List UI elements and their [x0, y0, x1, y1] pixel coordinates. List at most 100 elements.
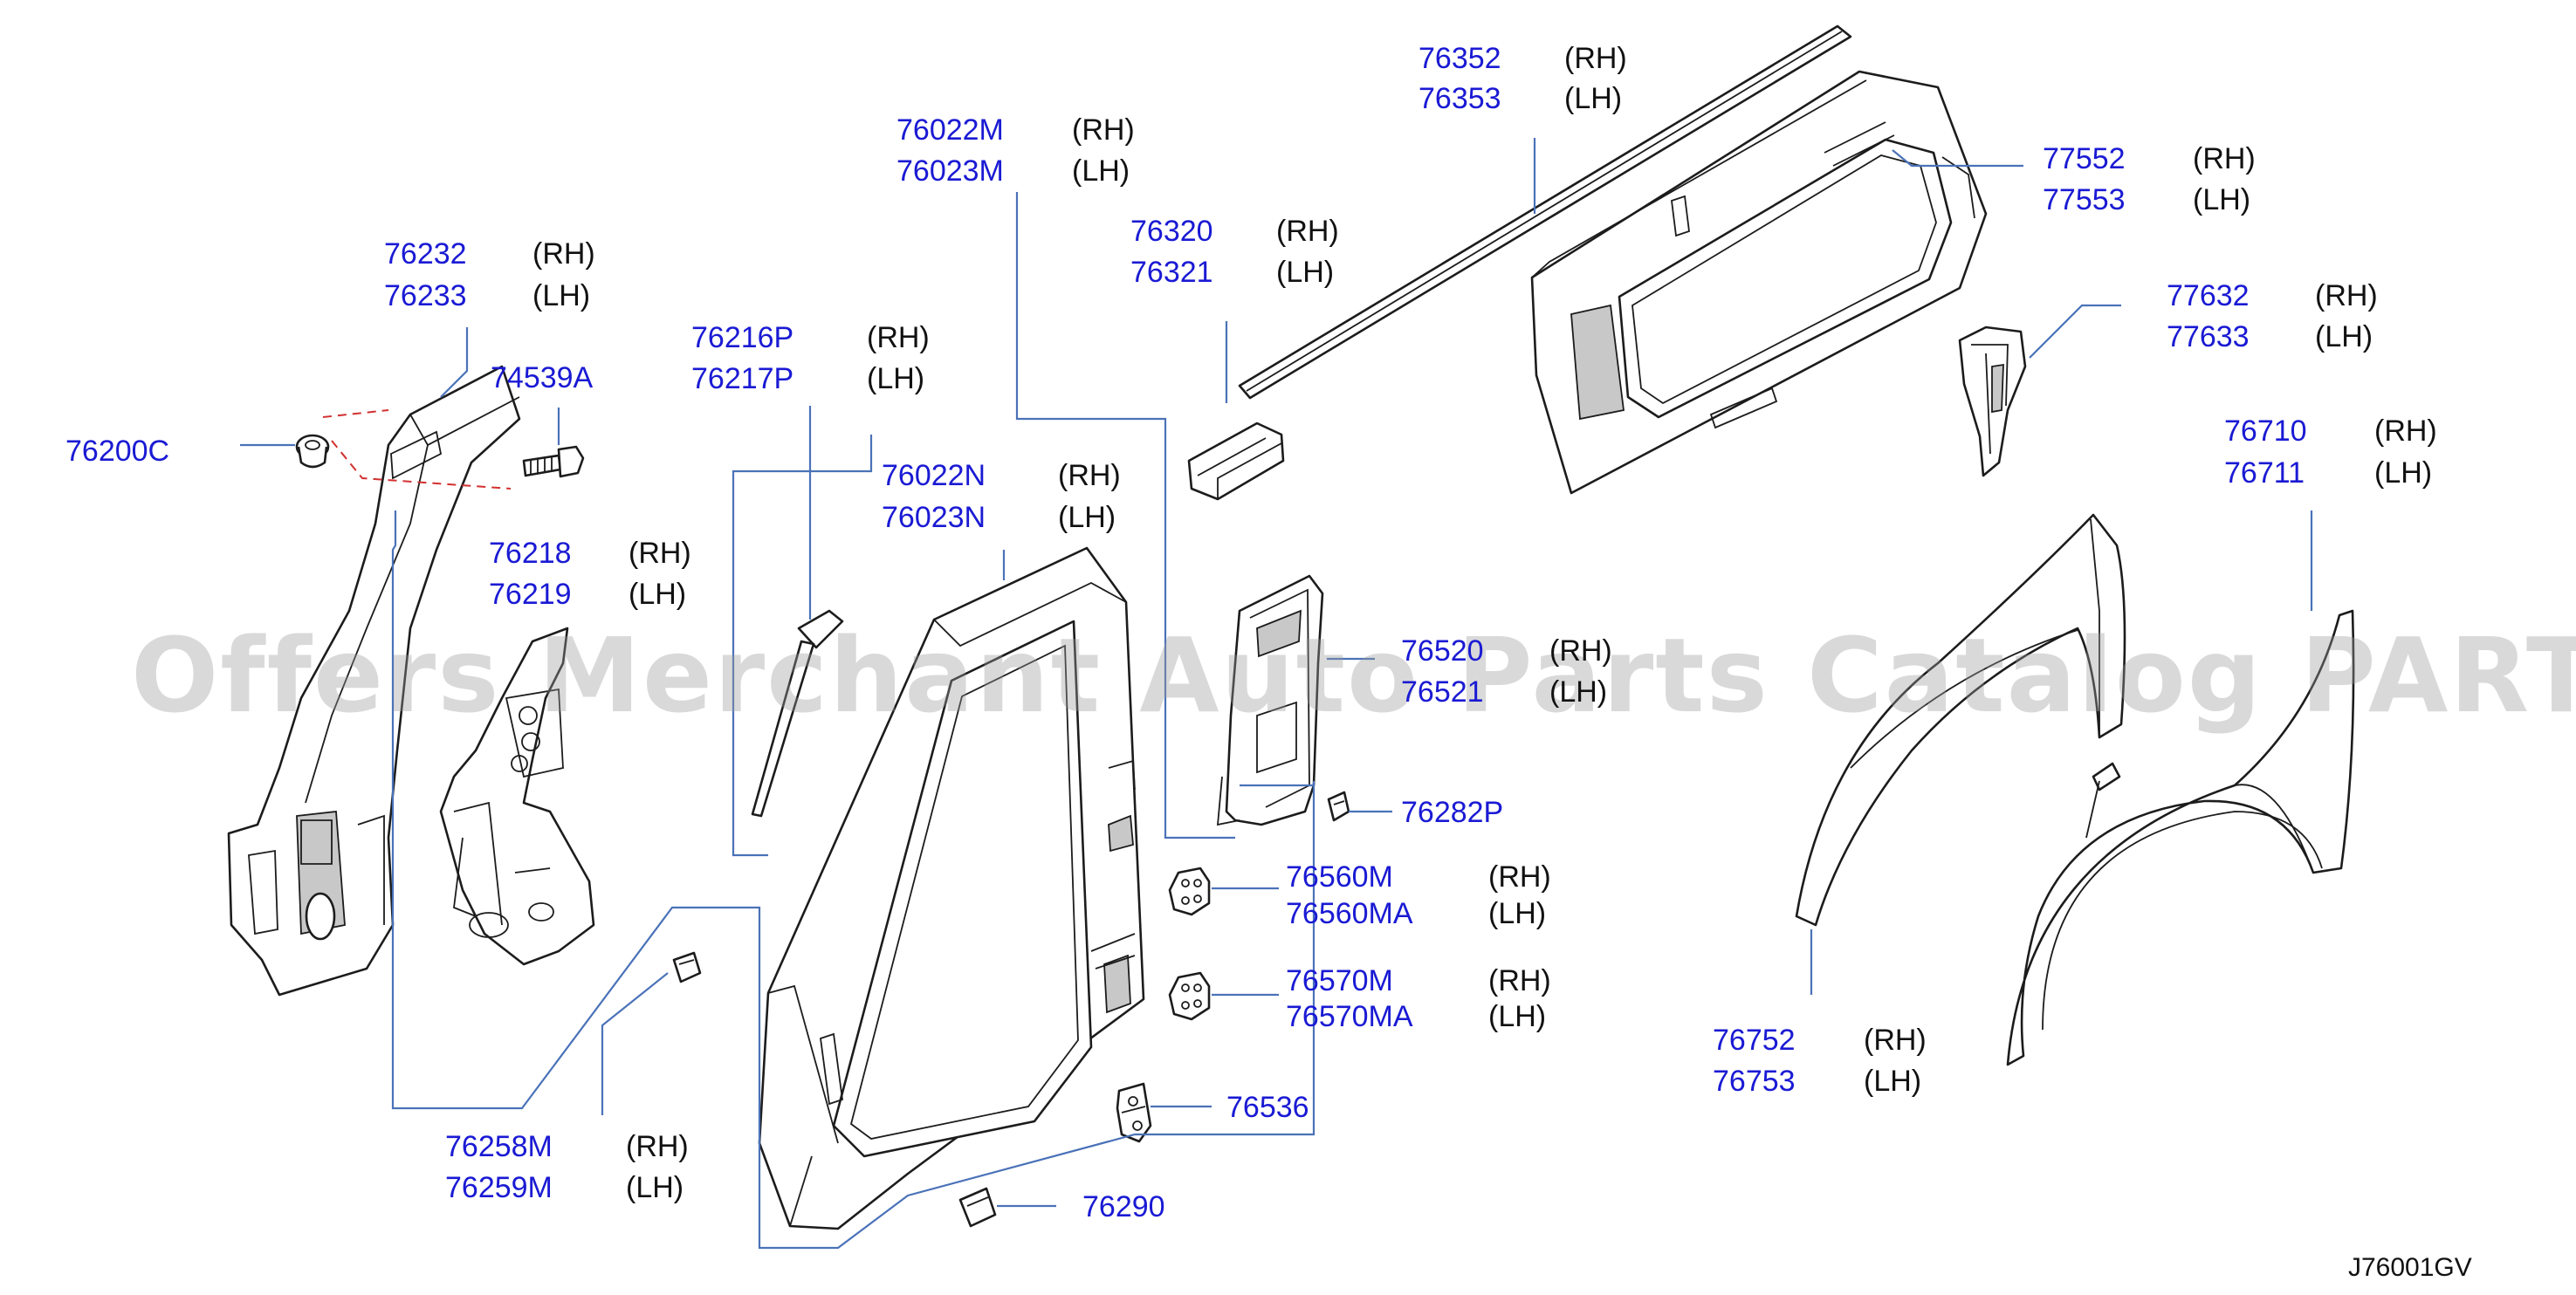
callout-76282p[interactable]: 76282P	[1401, 796, 1503, 829]
side-label: (RH)	[1549, 634, 1612, 668]
callout-76560m[interactable]: 76560M 76560MA (RH) (LH)	[1286, 860, 1551, 930]
part-number[interactable]: 77552	[2043, 142, 2126, 175]
part-number[interactable]: 74539A	[491, 361, 594, 394]
callout-76216p[interactable]: 76216P 76217P (RH) (LH)	[691, 321, 930, 395]
part-number[interactable]: 76022N	[882, 459, 986, 492]
part-number[interactable]: 76290	[1082, 1190, 1165, 1223]
callout-76520[interactable]: 76520 76521 (RH) (LH)	[1401, 634, 1612, 709]
side-label: (LH)	[1488, 1000, 1546, 1033]
callout-77632[interactable]: 77632 77633 (RH) (LH)	[2167, 279, 2378, 353]
side-label: (RH)	[1058, 459, 1121, 492]
plug-drawing	[1168, 867, 1211, 916]
pillar-reinforcement-drawing	[439, 627, 595, 966]
body-side-outer-drawing	[758, 546, 1145, 1230]
side-label: (RH)	[2193, 142, 2256, 175]
part-number[interactable]: 76258M	[445, 1130, 553, 1163]
side-label: (LH)	[2374, 456, 2432, 490]
small-bracket-drawing	[1116, 1082, 1152, 1143]
part-number[interactable]: 76536	[1226, 1091, 1309, 1124]
part-number[interactable]: 76753	[1713, 1065, 1796, 1098]
side-label: (LH)	[2193, 183, 2250, 216]
side-label: (LH)	[1276, 256, 1334, 289]
part-number[interactable]: 77553	[2043, 183, 2126, 216]
callout-76536[interactable]: 76536	[1226, 1091, 1309, 1124]
part-number[interactable]: 76282P	[1401, 796, 1503, 829]
part-number[interactable]: 76200C	[65, 435, 169, 468]
callout-76232[interactable]: 76232 76233 (RH) (LH)	[384, 237, 595, 312]
center-pillar-inner-drawing	[1216, 574, 1324, 826]
part-number[interactable]: 76216P	[691, 321, 793, 354]
part-number[interactable]: 77632	[2167, 279, 2250, 312]
part-number[interactable]: 76352	[1419, 42, 1501, 75]
callout-76752[interactable]: 76752 76753 (RH) (LH)	[1713, 1024, 1927, 1098]
part-number[interactable]: 76022M	[896, 113, 1004, 147]
thin-molding-drawing	[751, 609, 844, 818]
side-label: (LH)	[629, 578, 686, 611]
side-label: (LH)	[1072, 154, 1130, 188]
side-label: (LH)	[1564, 82, 1622, 115]
part-number[interactable]: 76232	[384, 237, 467, 271]
callout-76570m[interactable]: 76570M 76570MA (RH) (LH)	[1286, 964, 1551, 1033]
callout-76352[interactable]: 76352 76353 (RH) (LH)	[1419, 42, 1627, 115]
clip-drawing	[1327, 791, 1350, 822]
part-number[interactable]: 76219	[489, 578, 572, 611]
upper-bracket-drawing	[1187, 421, 1285, 501]
wheelhouse-arch-drawing	[1795, 513, 2126, 927]
side-label: (RH)	[1488, 860, 1551, 894]
part-number[interactable]: 76520	[1401, 634, 1484, 668]
part-number[interactable]: 76217P	[691, 362, 793, 395]
side-label: (RH)	[1864, 1024, 1927, 1057]
part-number[interactable]: 76752	[1713, 1024, 1796, 1057]
rear-wheelhouse-drawing	[2006, 609, 2355, 1066]
callout-76022n[interactable]: 76022N 76023N (RH) (LH)	[882, 459, 1121, 534]
part-number[interactable]: 76710	[2224, 415, 2307, 448]
side-label: (RH)	[1072, 113, 1135, 147]
callout-76290[interactable]: 76290	[1082, 1190, 1165, 1223]
part-number[interactable]: 76259M	[445, 1171, 553, 1204]
side-label: (RH)	[629, 537, 691, 570]
bolt-drawing	[522, 445, 585, 478]
callout-74539a[interactable]: 74539A	[491, 361, 594, 394]
gusset-drawing	[958, 1187, 997, 1228]
side-label: (LH)	[2315, 320, 2373, 353]
side-label: (RH)	[1276, 215, 1339, 248]
part-number[interactable]: 76560M	[1286, 860, 1393, 894]
part-number[interactable]: 76321	[1130, 256, 1213, 289]
part-number[interactable]: 76320	[1130, 215, 1213, 248]
side-label: (LH)	[1488, 897, 1546, 930]
part-number[interactable]: 76353	[1419, 82, 1501, 115]
part-number[interactable]: 76570MA	[1286, 1000, 1413, 1033]
diagram-code: J76001GV	[2348, 1253, 2472, 1282]
rear-pillar-piece-drawing	[1958, 325, 2027, 477]
front-pillar-drawing	[227, 365, 521, 997]
side-label: (RH)	[2374, 415, 2437, 448]
side-label: (LH)	[1864, 1065, 1921, 1098]
watermark-text: Offers Merchant Auto Parts Catalog PARTS…	[131, 615, 2576, 736]
callout-76218[interactable]: 76218 76219 (RH) (LH)	[489, 537, 691, 611]
part-number[interactable]: 76023N	[882, 501, 986, 534]
callout-76320[interactable]: 76320 76321 (RH) (LH)	[1130, 215, 1339, 289]
rear-side-panel-drawing	[1530, 70, 1988, 495]
callout-76710[interactable]: 76710 76711 (RH) (LH)	[2224, 415, 2437, 490]
side-label: (RH)	[1488, 964, 1551, 997]
part-number[interactable]: 76570M	[1286, 964, 1393, 997]
side-label: (LH)	[626, 1171, 683, 1204]
part-number[interactable]: 76560MA	[1286, 897, 1413, 930]
callout-76022m[interactable]: 76022M 76023M (RH) (LH)	[896, 113, 1135, 188]
red-guide-lines	[322, 409, 512, 490]
plug-2-drawing	[1168, 971, 1211, 1021]
side-label: (RH)	[2315, 279, 2378, 312]
part-number[interactable]: 76218	[489, 537, 572, 570]
part-number[interactable]: 76023M	[896, 154, 1004, 188]
part-number[interactable]: 76521	[1401, 675, 1484, 709]
part-number[interactable]: 76233	[384, 279, 467, 312]
side-label: (RH)	[867, 321, 930, 354]
part-number[interactable]: 76711	[2224, 456, 2305, 490]
callout-76200c[interactable]: 76200C	[65, 435, 169, 468]
callout-77552[interactable]: 77552 77553 (RH) (LH)	[2043, 142, 2256, 216]
callout-76258m[interactable]: 76258M 76259M (RH) (LH)	[445, 1130, 689, 1204]
part-number[interactable]: 77633	[2167, 320, 2250, 353]
side-label: (LH)	[1549, 675, 1607, 709]
